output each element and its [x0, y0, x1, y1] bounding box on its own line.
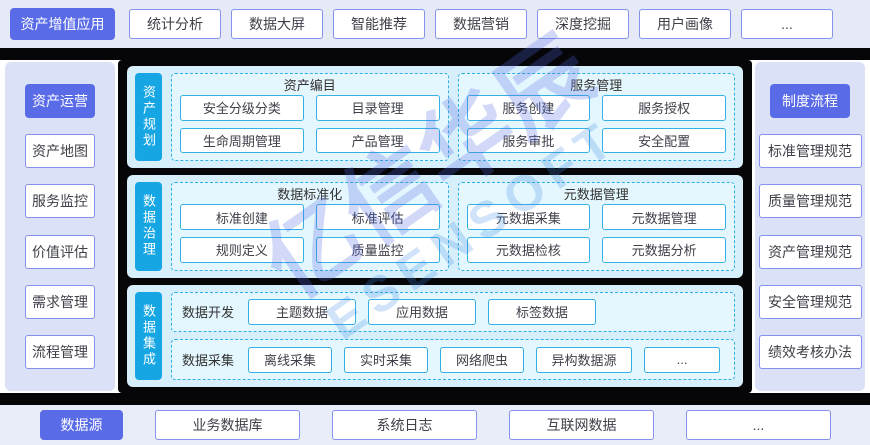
top-item-data-marketing[interactable]: 数据营销: [435, 9, 527, 39]
bottom-item-system-log[interactable]: 系统日志: [332, 410, 477, 440]
left-item-asset-map[interactable]: 资产地图: [25, 134, 95, 169]
group-metadata-management-title: 元数据管理: [563, 187, 629, 203]
left-panel-asset-operation: 资产运营 资产地图 服务监控 价值评估 需求管理 流程管理: [5, 62, 115, 391]
left-item-value-evaluation[interactable]: 价值评估: [25, 234, 95, 269]
right-item-asset-spec[interactable]: 资产管理规范: [758, 234, 862, 269]
section-data-integration: 数据集成 数据开发 主题数据 应用数据 标签数据 数据采集 离线采集 实时采集 …: [127, 284, 743, 387]
item-service-create[interactable]: 服务创建: [466, 95, 591, 121]
item-product-management[interactable]: 产品管理: [315, 127, 440, 154]
section-data-integration-label: 数据集成: [135, 291, 162, 380]
group-asset-catalog: 资产编目 安全分级分类 目录管理 生命周期管理 产品管理: [171, 73, 449, 162]
item-rule-definition[interactable]: 规则定义: [180, 236, 304, 263]
item-metadata-check[interactable]: 元数据检核: [466, 236, 591, 263]
item-metadata-analyze[interactable]: 元数据分析: [602, 236, 726, 263]
right-panel-category-label: 制度流程: [770, 84, 850, 119]
group-service-management: 服务管理 服务创建 服务授权 服务审批 安全配置: [457, 73, 735, 162]
row-data-development: 数据开发 主题数据 应用数据 标签数据: [171, 291, 735, 333]
data-source-category-label: 数据源: [40, 410, 123, 440]
item-tag-data[interactable]: 标签数据: [488, 298, 597, 325]
left-item-process-management[interactable]: 流程管理: [25, 334, 95, 369]
section-asset-planning-label: 资产规划: [135, 73, 162, 162]
item-lifecycle-management[interactable]: 生命周期管理: [180, 127, 304, 154]
row-data-collection: 数据采集 离线采集 实时采集 网络爬虫 异构数据源 ...: [171, 339, 735, 380]
item-application-data[interactable]: 应用数据: [368, 298, 477, 325]
item-metadata-manage[interactable]: 元数据管理: [602, 204, 726, 230]
right-item-security-spec[interactable]: 安全管理规范: [758, 284, 862, 319]
top-row-category-label: 资产增值应用: [10, 8, 115, 40]
section-asset-planning: 资产规划 资产编目 安全分级分类 目录管理 生命周期管理 产品管理 服务管理 服…: [127, 66, 743, 169]
item-service-authorize[interactable]: 服务授权: [602, 95, 726, 121]
right-item-standard-spec[interactable]: 标准管理规范: [758, 134, 862, 169]
bottom-item-business-database[interactable]: 业务数据库: [155, 410, 300, 440]
item-collect-more[interactable]: ...: [644, 346, 721, 373]
center-container: 资产规划 资产编目 安全分级分类 目录管理 生命周期管理 产品管理 服务管理 服…: [118, 60, 752, 393]
item-offline-collect[interactable]: 离线采集: [248, 346, 333, 373]
top-item-deep-mining[interactable]: 深度挖掘: [537, 9, 629, 39]
item-service-approve[interactable]: 服务审批: [466, 127, 591, 154]
left-item-service-monitor[interactable]: 服务监控: [25, 184, 95, 219]
row-data-collection-title: 数据采集: [182, 353, 235, 369]
top-item-more[interactable]: ...: [741, 9, 833, 39]
group-service-management-title: 服务管理: [570, 78, 623, 93]
item-catalog-management[interactable]: 目录管理: [315, 95, 440, 121]
item-standard-create[interactable]: 标准创建: [180, 204, 304, 230]
bottom-item-internet-data[interactable]: 互联网数据: [509, 410, 654, 440]
bottom-divider-band: [0, 393, 870, 405]
bottom-item-more[interactable]: ...: [686, 410, 831, 440]
top-item-data-screen[interactable]: 数据大屏: [231, 9, 323, 39]
group-data-standardization-title: 数据标准化: [277, 187, 343, 203]
section-data-governance: 数据治理 数据标准化 标准创建 标准评估 规则定义 质量监控 元数据管理 元数据…: [127, 175, 743, 278]
top-divider-band: [0, 48, 870, 60]
item-realtime-collect[interactable]: 实时采集: [344, 346, 429, 373]
main-area: 资产运营 资产地图 服务监控 价值评估 需求管理 流程管理 资产规划 资产编目 …: [0, 18, 870, 393]
section-data-governance-label: 数据治理: [135, 182, 162, 271]
right-item-performance-method[interactable]: 绩效考核办法: [758, 334, 862, 369]
item-standard-evaluate[interactable]: 标准评估: [315, 204, 440, 230]
item-web-crawler[interactable]: 网络爬虫: [440, 346, 525, 373]
group-asset-catalog-title: 资产编目: [283, 78, 336, 93]
item-metadata-collect[interactable]: 元数据采集: [466, 204, 591, 230]
right-item-quality-spec[interactable]: 质量管理规范: [758, 184, 862, 219]
item-security-classification[interactable]: 安全分级分类: [180, 95, 304, 121]
left-panel-category-label: 资产运营: [25, 84, 95, 119]
group-data-standardization: 数据标准化 标准创建 标准评估 规则定义 质量监控: [171, 182, 449, 271]
left-item-demand-management[interactable]: 需求管理: [25, 284, 95, 319]
group-metadata-management: 元数据管理 元数据采集 元数据管理 元数据检核 元数据分析: [457, 182, 735, 271]
top-item-statistics[interactable]: 统计分析: [129, 9, 221, 39]
top-application-row: 资产增值应用 统计分析 数据大屏 智能推荐 数据营销 深度挖掘 用户画像 ...: [0, 0, 870, 48]
item-subject-data[interactable]: 主题数据: [248, 298, 357, 325]
item-security-config[interactable]: 安全配置: [602, 127, 726, 154]
item-quality-monitor[interactable]: 质量监控: [315, 236, 440, 263]
top-item-smart-recommend[interactable]: 智能推荐: [333, 9, 425, 39]
item-heterogeneous-source[interactable]: 异构数据源: [536, 346, 633, 373]
right-panel-rules-process: 制度流程 标准管理规范 质量管理规范 资产管理规范 安全管理规范 绩效考核办法: [755, 62, 865, 391]
row-data-development-title: 数据开发: [182, 305, 235, 321]
top-item-user-profile[interactable]: 用户画像: [639, 9, 731, 39]
data-source-row: 数据源 业务数据库 系统日志 互联网数据 ...: [0, 405, 870, 445]
